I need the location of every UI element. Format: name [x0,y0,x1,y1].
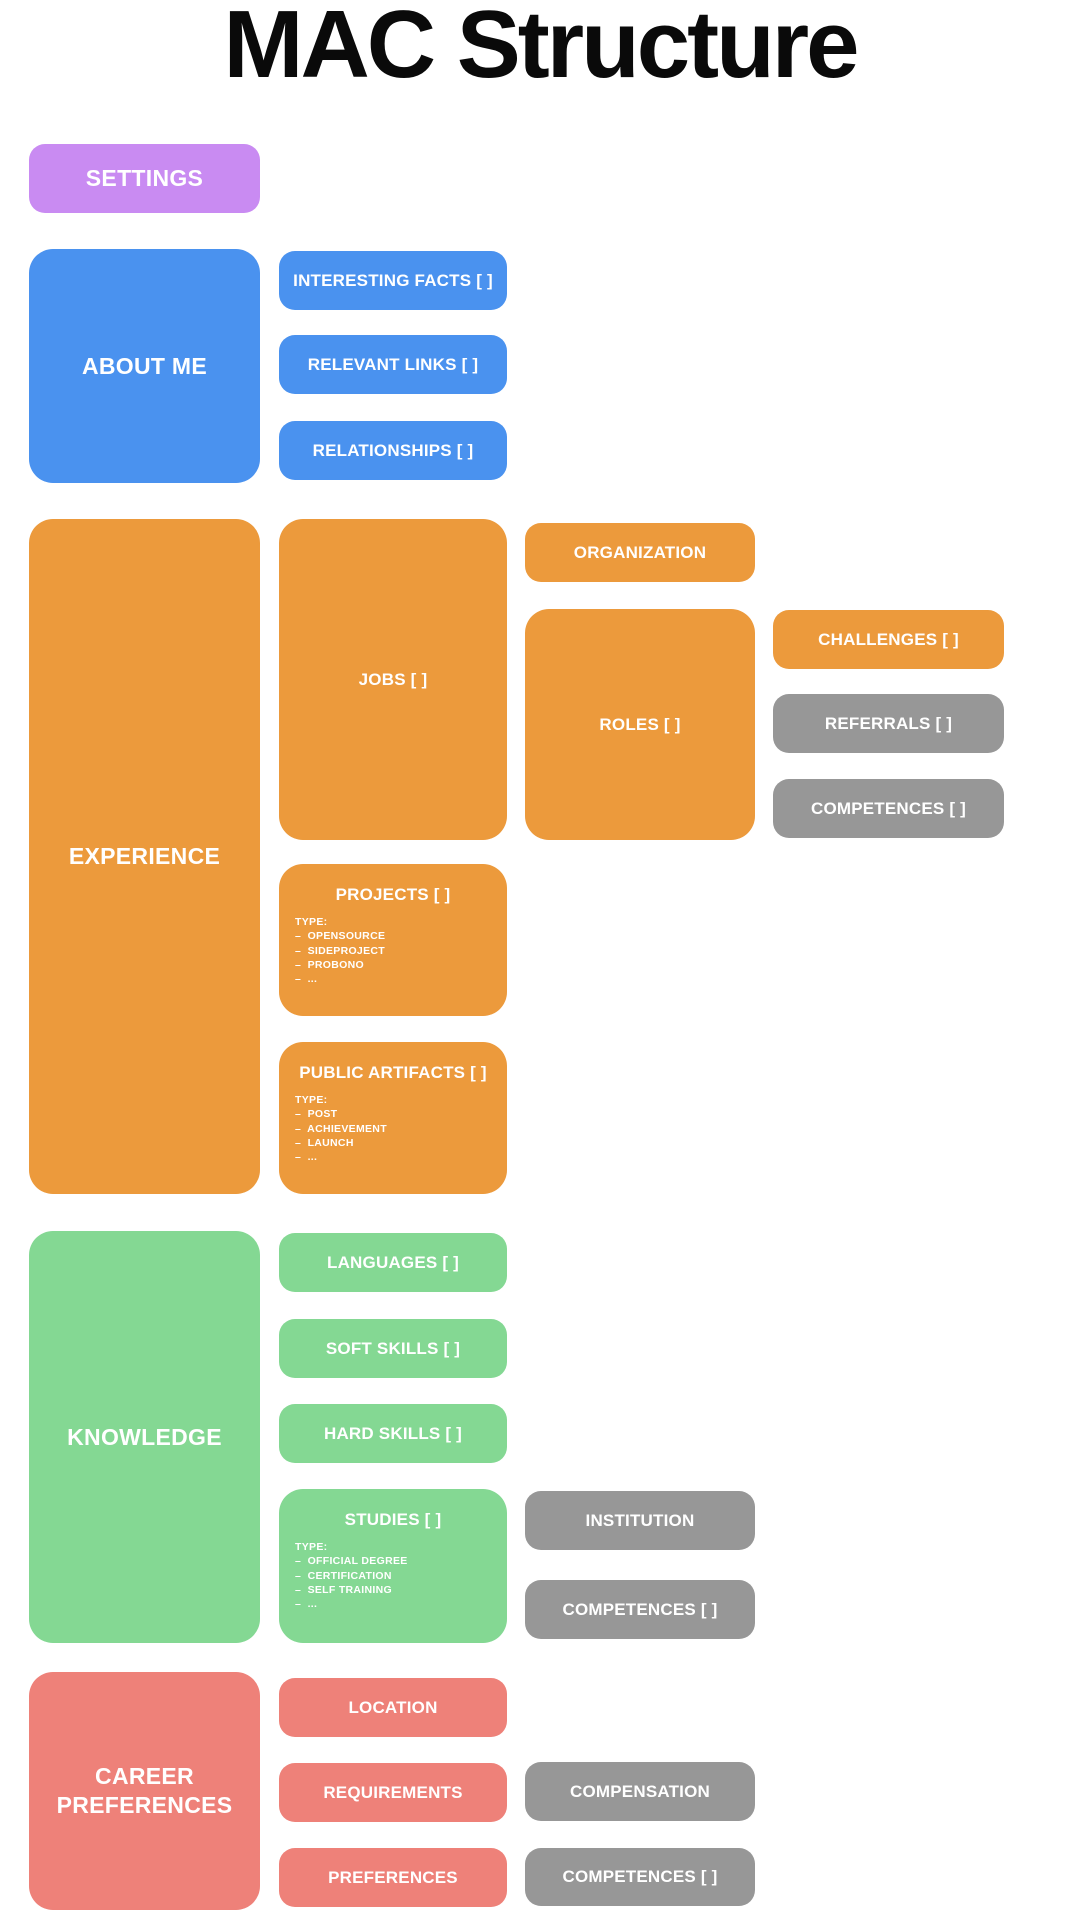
node-roles-label: ROLES [ ] [599,714,681,734]
node-about-me-label: ABOUT ME [81,352,208,379]
type-list-item: – OFFICIAL DEGREE [295,1555,408,1568]
node-organization-label: ORGANIZATION [573,542,707,562]
node-preferences-label: PREFERENCES [328,1867,458,1887]
node-relevant-links-label: RELEVANT LINKS [ ] [307,354,479,374]
type-list-item: – CERTIFICATION [295,1569,392,1582]
node-challenges-label: CHALLENGES [ ] [818,629,959,649]
node-referrals: REFERRALS [ ] [773,694,1004,753]
type-list-items: – POST– ACHIEVEMENT– LAUNCH– ... [295,1107,497,1164]
type-list-heading: TYPE: [295,916,328,929]
node-projects-label: PROJECTS [ ] [335,885,451,904]
node-referrals-label: REFERRALS [ ] [824,713,953,733]
node-institution: INSTITUTION [525,1491,755,1550]
node-experience-label: EXPERIENCE [68,843,221,870]
type-list-item: – LAUNCH [295,1136,354,1149]
node-public-artifacts: PUBLIC ARTIFACTS [ ] TYPE: – POST– ACHIE… [279,1042,507,1194]
page-title: MAC Structure [223,0,859,98]
node-organization: ORGANIZATION [525,523,755,582]
node-hard-skills: HARD SKILLS [ ] [279,1404,507,1463]
projects-type-list: TYPE: – OPENSOURCE– SIDEPROJECT– PROBONO… [279,905,507,986]
node-languages: LANGUAGES [ ] [279,1233,507,1292]
node-knowledge-label: KNOWLEDGE [67,1423,222,1450]
node-experience: EXPERIENCE [29,519,260,1194]
node-soft-skills: SOFT SKILLS [ ] [279,1319,507,1378]
type-list-item: – SIDEPROJECT [295,944,385,957]
node-challenges: CHALLENGES [ ] [773,610,1004,669]
node-requirements-label: REQUIREMENTS [323,1782,463,1802]
node-compensation-label: COMPENSATION [570,1781,710,1801]
type-list-item: – ... [295,972,318,985]
node-studies: STUDIES [ ] TYPE: – OFFICIAL DEGREE– CER… [279,1489,507,1643]
node-languages-label: LANGUAGES [ ] [327,1252,459,1272]
node-studies-label: STUDIES [ ] [344,1510,442,1529]
node-roles: ROLES [ ] [525,609,755,840]
node-requirements-competences-label: COMPETENCES [ ] [562,1867,718,1887]
node-studies-competences-label: COMPETENCES [ ] [562,1599,718,1619]
node-relevant-links: RELEVANT LINKS [ ] [279,335,507,394]
type-list-items: – OPENSOURCE– SIDEPROJECT– PROBONO– ... [295,929,497,986]
node-studies-competences: COMPETENCES [ ] [525,1580,755,1639]
node-interesting-facts: INTERESTING FACTS [ ] [279,251,507,310]
node-career-preferences-label: CAREER PREFERENCES [56,1763,233,1818]
node-location: LOCATION [279,1678,507,1737]
node-about-me: ABOUT ME [29,249,260,483]
node-settings-label: SETTINGS [85,165,204,192]
node-knowledge: KNOWLEDGE [29,1231,260,1643]
node-location-label: LOCATION [348,1697,438,1717]
node-institution-label: INSTITUTION [585,1510,695,1530]
type-list-item: – OPENSOURCE [295,930,386,943]
studies-type-list: TYPE: – OFFICIAL DEGREE– CERTIFICATION– … [279,1530,507,1611]
type-list-items: – OFFICIAL DEGREE– CERTIFICATION– SELF T… [295,1554,497,1611]
type-list-item: – PROBONO [295,958,364,971]
type-list-heading: TYPE: [295,1094,328,1107]
node-relationships: RELATIONSHIPS [ ] [279,421,507,480]
node-career-preferences: CAREER PREFERENCES [29,1672,260,1910]
public-artifacts-type-list: TYPE: – POST– ACHIEVEMENT– LAUNCH– ... [279,1083,507,1164]
node-soft-skills-label: SOFT SKILLS [ ] [325,1338,461,1358]
node-preferences: PREFERENCES [279,1848,507,1907]
type-list-item: – ACHIEVEMENT [295,1122,387,1135]
node-projects: PROJECTS [ ] TYPE: – OPENSOURCE– SIDEPRO… [279,864,507,1016]
node-interesting-facts-label: INTERESTING FACTS [ ] [293,270,493,290]
node-jobs: JOBS [ ] [279,519,507,840]
node-relationships-label: RELATIONSHIPS [ ] [312,440,474,460]
node-roles-competences: COMPETENCES [ ] [773,779,1004,838]
node-requirements-competences: COMPETENCES [ ] [525,1848,755,1906]
node-settings: SETTINGS [29,144,260,213]
type-list-item: – ... [295,1597,318,1610]
type-list-item: – SELF TRAINING [295,1583,392,1596]
node-compensation: COMPENSATION [525,1762,755,1821]
node-public-artifacts-label: PUBLIC ARTIFACTS [ ] [299,1063,487,1082]
node-requirements: REQUIREMENTS [279,1763,507,1822]
node-roles-competences-label: COMPETENCES [ ] [810,798,967,818]
type-list-item: – ... [295,1150,318,1163]
node-hard-skills-label: HARD SKILLS [ ] [323,1423,463,1443]
type-list-heading: TYPE: [295,1541,328,1554]
type-list-item: – POST [295,1108,338,1121]
node-jobs-label: JOBS [ ] [358,669,428,689]
